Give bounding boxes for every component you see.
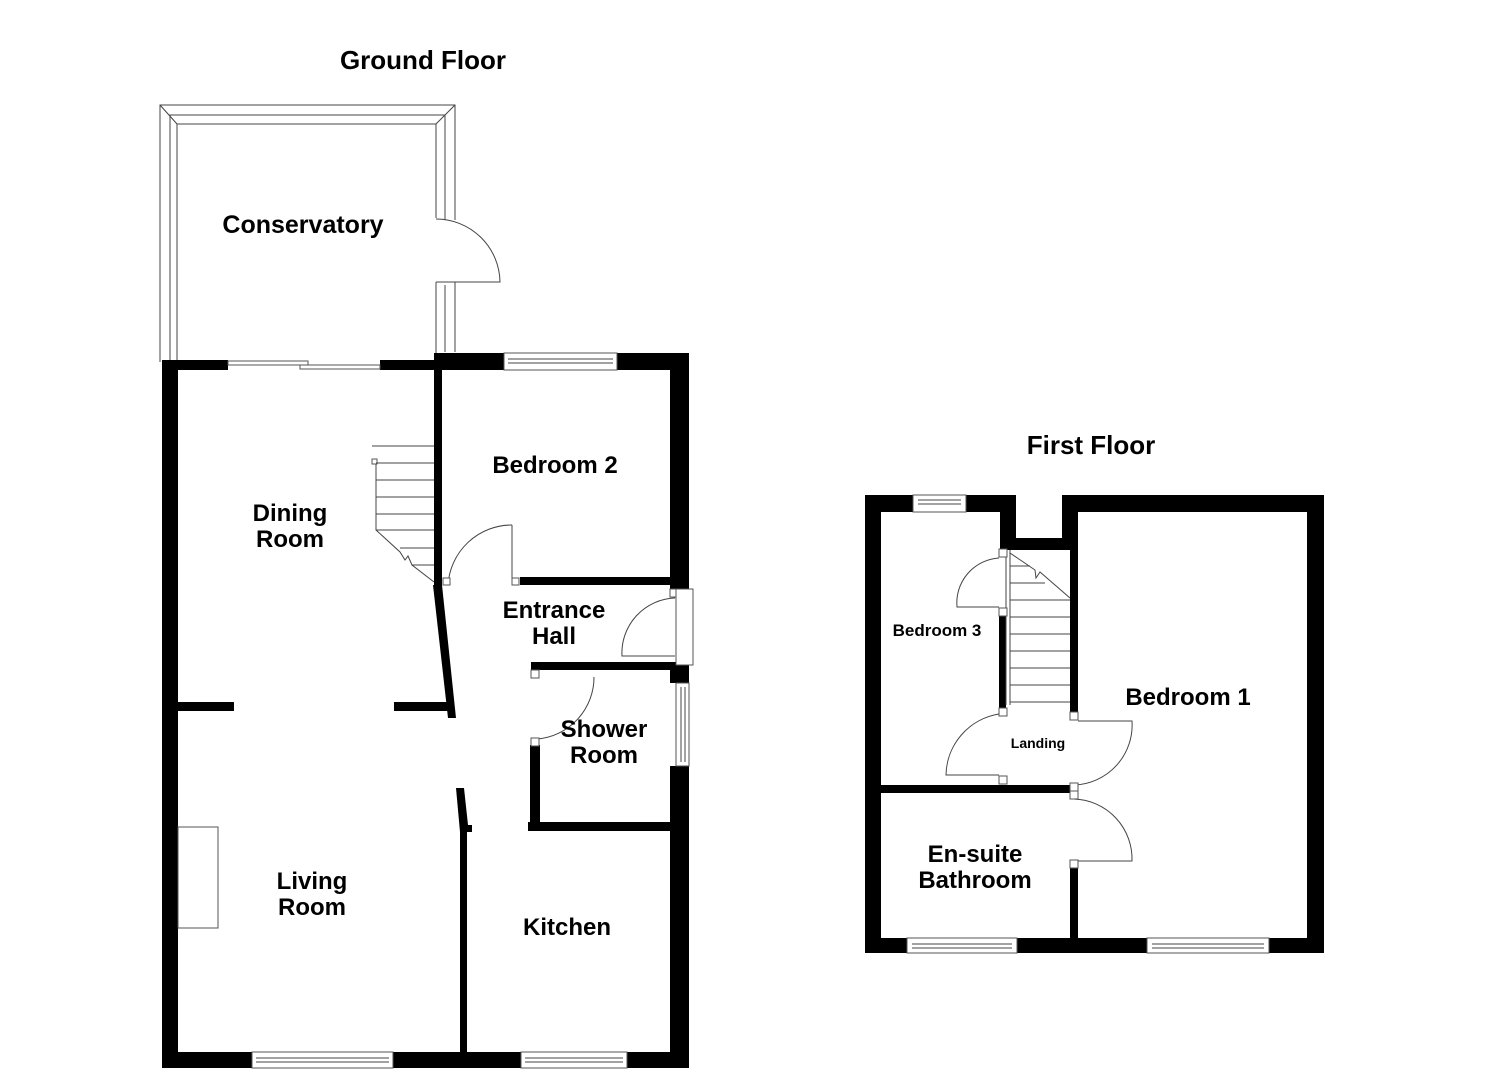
conservatory-frame [159, 104, 501, 362]
window-kitchen [520, 1051, 628, 1069]
ground-floor-walls [162, 353, 689, 1068]
room-label-landing: Landing [1011, 735, 1065, 751]
ground-floor: Ground Floor Conservatory [159, 45, 694, 1069]
doors-ground [442, 524, 694, 747]
doors-first-floor [945, 548, 1133, 869]
first-floor: First Floor [865, 430, 1324, 954]
ground-floor-title: Ground Floor [340, 45, 506, 75]
room-label-shower-line2: Room [570, 742, 638, 769]
first-floor-walls [865, 495, 1324, 953]
window-ensuite [906, 937, 1018, 954]
room-label-ensuite-line2: Bathroom [918, 867, 1031, 894]
room-label-dining-line1: Dining [253, 500, 328, 527]
room-label-bedroom-1: Bedroom 1 [1125, 684, 1250, 711]
room-label-kitchen: Kitchen [523, 914, 611, 941]
sliding-door [227, 360, 381, 370]
room-label-entrance-line1: Entrance [503, 597, 606, 624]
window-living-room [251, 1051, 394, 1069]
room-label-living-line2: Room [278, 894, 346, 921]
staircase-ground [371, 445, 435, 583]
windows [177, 352, 690, 1069]
fireplace [177, 826, 219, 929]
room-label-bedroom-3: Bedroom 3 [893, 621, 982, 640]
staircase-first [1005, 550, 1071, 705]
window-shower-room [675, 682, 690, 767]
conservatory-door-swing [435, 218, 501, 283]
room-label-conservatory: Conservatory [222, 211, 383, 239]
room-label-living-line1: Living [277, 868, 348, 895]
room-label-ensuite-line1: En-suite [928, 841, 1023, 868]
room-label-entrance-line2: Hall [532, 623, 576, 650]
first-floor-title: First Floor [1027, 430, 1156, 460]
window-bedroom-2 [503, 352, 618, 371]
windows-first-floor [906, 494, 1270, 954]
room-label-bedroom-2: Bedroom 2 [492, 452, 617, 479]
room-label-dining-line2: Room [256, 526, 324, 553]
room-label-shower-line1: Shower [561, 716, 648, 743]
window-bedroom-1 [1146, 937, 1270, 954]
